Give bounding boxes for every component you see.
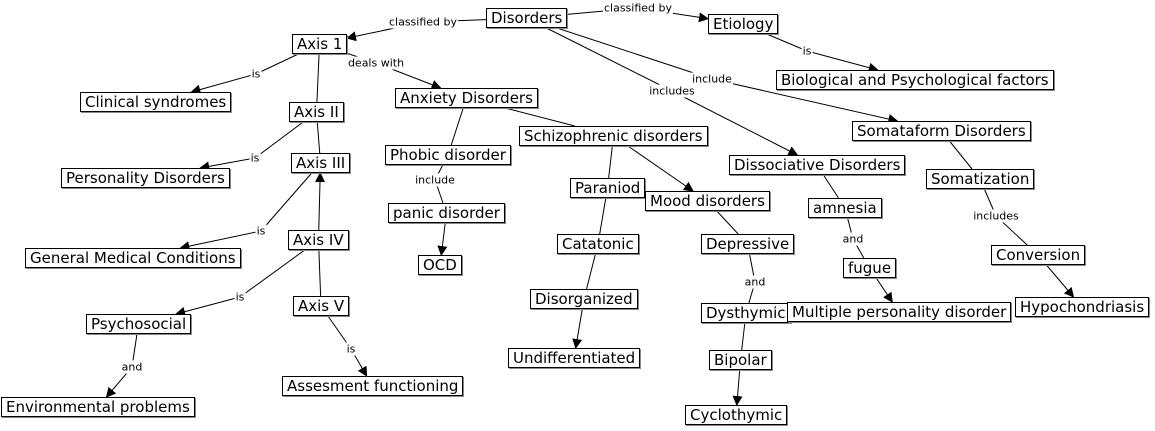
node-axis4[interactable]: Axis IV [288, 230, 349, 250]
link-line-axis4-axis3 [315, 172, 326, 231]
node-multiple[interactable]: Multiple personality disorder [787, 302, 1012, 322]
node-psychosocial[interactable]: Psychosocial [86, 314, 192, 334]
link-line-axis4-psychosocial [175, 296, 241, 317]
node-environmental[interactable]: Environmental problems [1, 397, 195, 417]
link-line-dissociative-amnesia [823, 174, 839, 199]
node-paraniod[interactable]: Paraniod [570, 178, 646, 198]
link-line-axis4-axis5 [318, 249, 322, 297]
node-ocd[interactable]: OCD [418, 255, 462, 275]
node-etiology[interactable]: Etiology [708, 14, 779, 34]
node-axis1[interactable]: Axis 1 [292, 34, 348, 54]
link-line-panic-ocd [437, 222, 448, 256]
node-somatization[interactable]: Somatization [926, 169, 1035, 189]
node-hypochondriasis[interactable]: Hypochondriasis [1015, 297, 1150, 317]
link-line-axis2-personality [254, 121, 304, 159]
link-label: is [345, 342, 357, 356]
link-line-disorders-somataform [711, 78, 899, 124]
link-label: include [691, 72, 733, 86]
node-schizo[interactable]: Schizophrenic disorders [519, 126, 708, 146]
node-personality[interactable]: Personality Disorders [61, 168, 230, 188]
link-label: and [120, 360, 144, 374]
link-label: and [841, 232, 865, 246]
link-label: classified by [387, 15, 459, 29]
node-depressive[interactable]: Depressive [701, 234, 795, 254]
node-disorganized[interactable]: Disorganized [530, 289, 638, 309]
node-dysthymic[interactable]: Dysthymic [701, 303, 791, 323]
link-label: classified by [602, 1, 674, 15]
link-line-catatonic-disorganized [586, 253, 596, 290]
link-label: is [249, 151, 261, 165]
link-line-axis2-personality [199, 157, 256, 172]
link-line-schizo-mood [627, 145, 694, 192]
link-line-disorders-dissociative [546, 27, 673, 92]
link-line-anxiety-schizo [505, 107, 575, 127]
link-line-axis1-clinical [190, 73, 257, 95]
node-dissociative[interactable]: Dissociative Disorders [729, 155, 906, 175]
link-line-axis3-medical [260, 172, 313, 232]
link-label: include [414, 173, 456, 187]
node-bipolar[interactable]: Bipolar [709, 350, 772, 370]
link-line-disorders-dissociative [671, 90, 799, 156]
link-label: includes [972, 209, 1020, 223]
link-label: and [743, 275, 767, 289]
link-label: is [234, 290, 246, 304]
node-disorders[interactable]: Disorders [486, 8, 568, 28]
node-clinical[interactable]: Clinical syndromes [80, 92, 232, 112]
link-line-axis1-clinical [255, 53, 299, 75]
node-axis2[interactable]: Axis II [289, 102, 344, 122]
link-line-disorders-somataform [556, 27, 713, 80]
node-amnesia[interactable]: amnesia [808, 198, 882, 218]
node-conversion[interactable]: Conversion [991, 245, 1086, 265]
link-line-anxiety-phobic [450, 107, 464, 146]
link-label: is [255, 224, 267, 238]
node-somataform[interactable]: Somataform Disorders [852, 121, 1031, 141]
node-assesment[interactable]: Assesment functioning [282, 376, 464, 396]
node-catatonic[interactable]: Catatonic [557, 234, 639, 254]
node-panic[interactable]: panic disorder [388, 203, 505, 223]
node-anxiety[interactable]: Anxiety Disorders [395, 88, 538, 108]
node-mood[interactable]: Mood disorders [645, 191, 770, 211]
link-line-somataform-somatization [949, 140, 973, 170]
node-axis3[interactable]: Axis III [291, 153, 351, 173]
node-bio[interactable]: Biological and Psychological factors [776, 70, 1054, 90]
link-line-axis1-axis2 [316, 53, 320, 103]
node-phobic[interactable]: Phobic disorder [385, 145, 511, 165]
node-undiff[interactable]: Undifferentiated [508, 348, 641, 368]
link-line-bipolar-cyclothymic [732, 369, 743, 406]
link-line-axis2-axis3 [316, 121, 321, 154]
link-line-conversion-hypochondriasis [1046, 264, 1075, 298]
node-axis5[interactable]: Axis V [293, 296, 350, 316]
node-fugue[interactable]: fugue [843, 258, 897, 278]
node-medical[interactable]: General Medical Conditions [25, 248, 241, 268]
link-line-paraniod-catatonic [599, 197, 607, 235]
link-line-schizo-paraniod [608, 145, 613, 179]
link-line-axis4-psychosocial [239, 249, 306, 298]
link-line-disorganized-undiff [572, 308, 583, 349]
link-line-etiology-bio [766, 33, 808, 52]
node-cyclothymic[interactable]: Cyclothymic [685, 405, 788, 425]
link-line-fugue-multiple [875, 277, 893, 303]
link-line-dysthymic-bipolar [741, 322, 746, 351]
link-label: includes [648, 84, 696, 98]
link-label: is [801, 44, 813, 58]
link-label: is [250, 67, 262, 81]
link-line-axis3-medical [179, 230, 262, 252]
link-line-mood-depressive [716, 210, 739, 235]
link-label: deals with [346, 56, 406, 70]
link-line-etiology-bio [806, 50, 879, 73]
